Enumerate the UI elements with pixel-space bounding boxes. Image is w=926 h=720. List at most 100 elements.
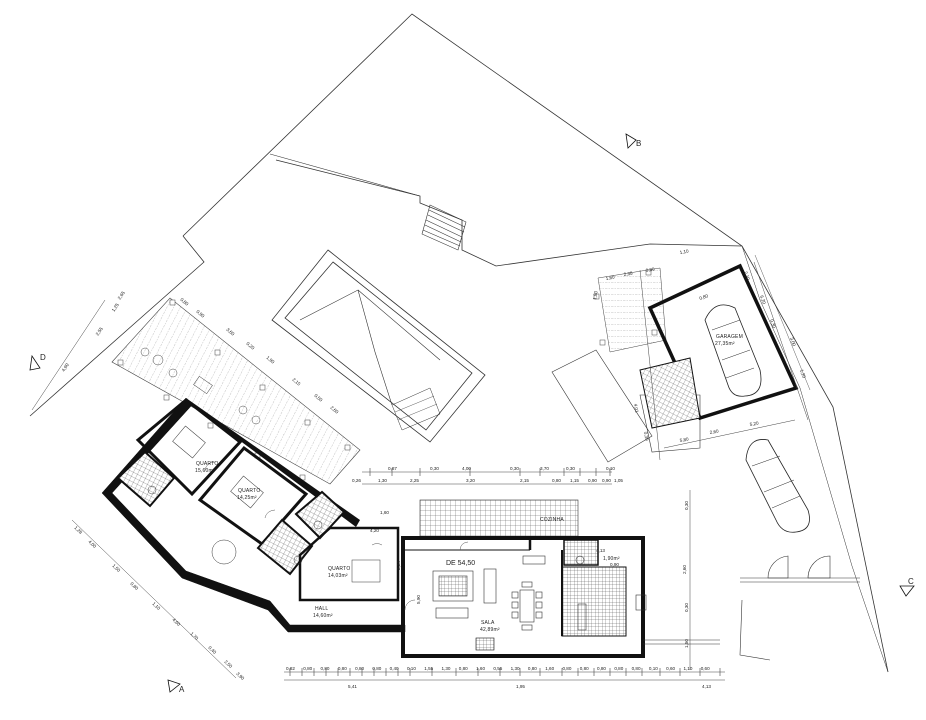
section-marker-b-label: B [636,139,641,148]
dimension-label: 2,10 [743,271,751,282]
dimension-label: 0,40 [390,666,399,671]
dimension-label: 1,70 [189,631,199,641]
dimension-label: 1,50 [111,563,121,573]
room-quarto-3-name: QUARTO [328,566,350,572]
dimension-label: 0,80 [179,297,189,307]
dimension-bottom-chain: 0,82 0,80 0,80 0,80 0,80 0,80 0,40 0,10 1,55 1,30… [286,666,710,671]
dimension-label: 4,20 [370,528,379,533]
dimension-label: 3,90 [235,671,245,681]
dimension-label: 0,30 [430,466,439,471]
dimension-label: 6,20 [759,295,767,306]
room-wc-area: 1,90m² [603,556,620,562]
dimension-label: 2,60 [709,428,719,435]
dimension-label: 2,15 [520,478,529,483]
garage [593,263,810,533]
section-marker-a-label: A [179,685,185,694]
dimension-label: 0,82 [286,666,295,671]
dimension-label: 0,80 [528,666,537,671]
dimension-label: 1,10 [151,601,161,611]
dimension-label: 0,10 [606,466,615,471]
dimension-label: 2,38 [623,270,633,277]
dimension-label: 0,90 [588,478,597,483]
room-sala-area: 42,89m² [480,627,500,633]
dimension-label: 1,15 [570,478,579,483]
dimension-label: 0,30 [643,431,650,441]
dimension-label: 2,25 [410,478,419,483]
dimension-label: 0,30 [684,603,689,612]
dimension-label: 0,80 [552,478,561,483]
dimension-label: 0,80 [459,666,468,671]
dimension-label: 0,10 [649,666,658,671]
dimension-label: 1,10 [679,248,689,255]
dimension-label: 0,90 [610,562,619,567]
dimension-label: 1,95 [516,684,525,689]
dimension-label: 1,80 [592,290,599,300]
dimension-label: 0,50 [313,393,323,403]
dimension-label: 0,80 [355,666,364,671]
section-marker-a: A [167,679,185,694]
garden-stairs [421,204,467,251]
dimension-label: 3,00 [789,337,797,348]
dimension-label: 1,30 [442,666,451,671]
room-garagem-area: 27,35m² [715,341,735,347]
dimension-label: 0,80 [632,666,641,671]
dimension-label: 4,60 [171,617,181,627]
dimension-label: 4,90 [61,362,70,373]
section-marker-c: C [899,577,915,597]
dimension-label: 0,80 [303,666,312,671]
dimension-label: 0,80 [338,666,347,671]
dimension-label: 0,20 [245,341,255,351]
dimension-label: 3,20 [466,478,475,483]
room-quarto-2-name: QUARTO [238,488,260,494]
dimension-label: 1,60 [545,666,554,671]
living-label: DE 54,50 [446,560,475,567]
dimension-label: 0,80 [372,666,381,671]
dimension-label: 1,25 [111,302,120,313]
dimension-label: 2,24 [396,561,401,570]
dimension-label: 1,90 [265,355,275,365]
dimension-label: 0,30 [645,266,655,273]
dimension-label: 2,55 [95,326,104,337]
dimension-label: 1,60 [605,274,615,281]
dimension-label: 2,65 [117,290,126,301]
dimension-label: 1,55 [424,666,433,671]
dimension-label: 4,13 [596,548,605,553]
dimension-label: 0,80 [699,293,710,301]
room-quarto-2-area: 14,25m² [237,495,257,501]
dimension-ticks [289,468,721,676]
room-quarto-1-area: 15,60m² [195,468,215,474]
dimension-label: 2,15 [291,377,301,387]
section-marker-d: D [29,353,46,371]
dimension-misc-labels: 4,90 2,55 1,252,65 0,80 0,90 3,60 0,20 1,90 2,15… [61,248,807,681]
dimension-label: 4,13 [702,684,711,689]
dimension-label: 3,70 [540,466,549,471]
main-house [401,499,720,658]
dimension-label: 0,30 [510,466,519,471]
dimension-label: 0,90 [602,478,611,483]
dimension-label: 0,40 [207,645,217,655]
room-labels: QUARTO 15,60m² QUARTO 14,25m² QUARTO 14,… [195,334,743,633]
dimension-label: 1,30 [511,666,520,671]
room-hall-name: HALL [315,606,328,612]
section-marker-b: B [625,133,641,149]
dimension-label: 1,05 [614,478,623,483]
dimension-label: 1,10 [683,666,692,671]
left-wing-bedrooms [101,297,406,633]
room-sala-name: SALA [481,620,495,626]
dimension-label: 1,28 [73,525,83,535]
dimension-label: 2,60 [329,405,339,415]
dimension-lines [31,261,809,681]
dimension-label: 1,20 [799,369,807,380]
entrance-gate [739,555,860,661]
dimension-label: 3,60 [225,327,235,337]
dimension-label: 0,80 [580,666,589,671]
section-marker-c-label: C [908,577,914,586]
dimension-label: 0,80 [597,666,606,671]
dimension-label: 5,20 [749,420,759,427]
swimming-pool [271,249,486,443]
dimension-label: 5,80 [679,436,689,443]
dimension-label: 0,30 [769,319,777,330]
